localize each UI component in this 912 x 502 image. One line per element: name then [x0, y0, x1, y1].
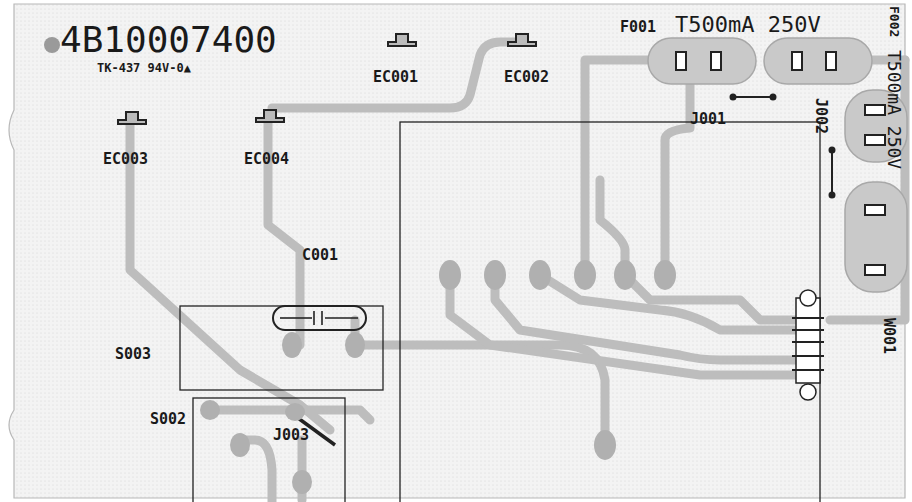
board-outline — [9, 4, 905, 498]
connector-w001 — [792, 290, 824, 400]
component-outlines — [180, 122, 820, 502]
component-label: EC003 — [103, 152, 148, 167]
component-label: F002 — [888, 6, 901, 37]
component-label: C001 — [302, 248, 338, 263]
component-label: J002 — [813, 98, 828, 134]
component-label: W001 — [881, 318, 896, 354]
component-label: EC001 — [373, 70, 418, 85]
fuse-rating: T500mA 250V — [885, 50, 903, 169]
pads — [200, 260, 676, 494]
component-label: J001 — [690, 112, 726, 127]
component-label: EC004 — [244, 152, 289, 167]
fuse-rating: T500mA 250V — [675, 14, 821, 36]
component-label: EC002 — [504, 70, 549, 85]
component-label: F001 — [620, 20, 656, 35]
fuse-pads — [676, 52, 885, 275]
board-material-mark: TK-437 94V-0▲ — [97, 62, 191, 74]
capacitor-symbol — [280, 311, 358, 325]
board-part-number: 4B10007400 — [60, 22, 277, 58]
component-label: S002 — [150, 412, 186, 427]
mounting-hole — [44, 37, 60, 53]
component-label: J003 — [273, 428, 309, 443]
fuse-holders — [648, 38, 907, 292]
copper-traces — [130, 42, 905, 502]
jumpers — [298, 95, 835, 446]
component-label: S003 — [115, 347, 151, 362]
